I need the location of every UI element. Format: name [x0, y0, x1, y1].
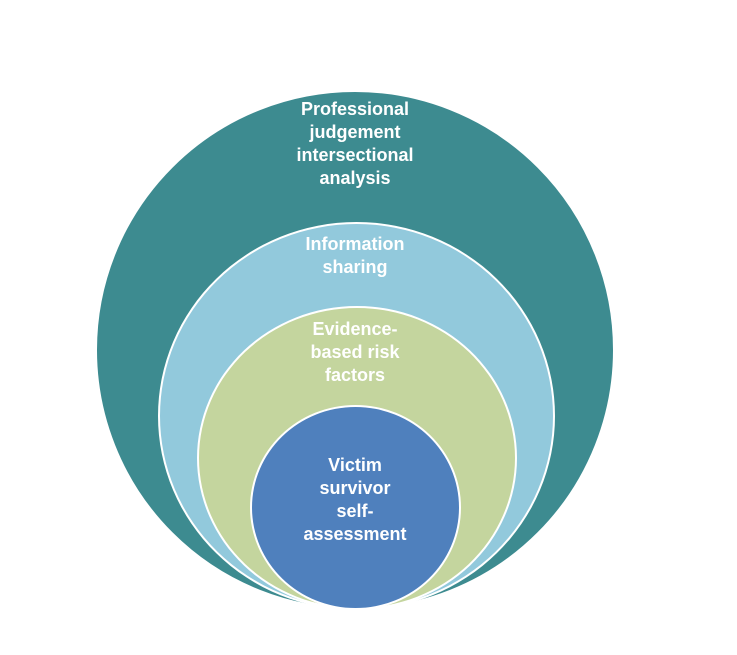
label-line: sharing: [322, 257, 388, 277]
label-line: Professional: [300, 99, 410, 119]
label-line: analysis: [319, 168, 391, 188]
label-line: judgement: [309, 122, 401, 142]
label-line: Evidence-: [312, 319, 398, 339]
inner-circle: [250, 405, 461, 610]
label-line: factors: [324, 365, 386, 385]
third-circle-label: Evidence- based risk factors: [245, 318, 465, 387]
label-line: assessment: [303, 524, 407, 544]
label-line: survivor: [319, 478, 391, 498]
label-line: based risk: [310, 342, 400, 362]
second-circle-label: Information sharing: [245, 233, 465, 279]
inner-circle-label: Victim survivor self- assessment: [265, 454, 445, 546]
label-line: Information: [305, 234, 405, 254]
label-line: self-: [336, 501, 374, 521]
label-line: Victim: [328, 455, 382, 475]
outer-circle-label: Professional judgement intersectional an…: [245, 98, 465, 190]
label-line: intersectional: [296, 145, 414, 165]
